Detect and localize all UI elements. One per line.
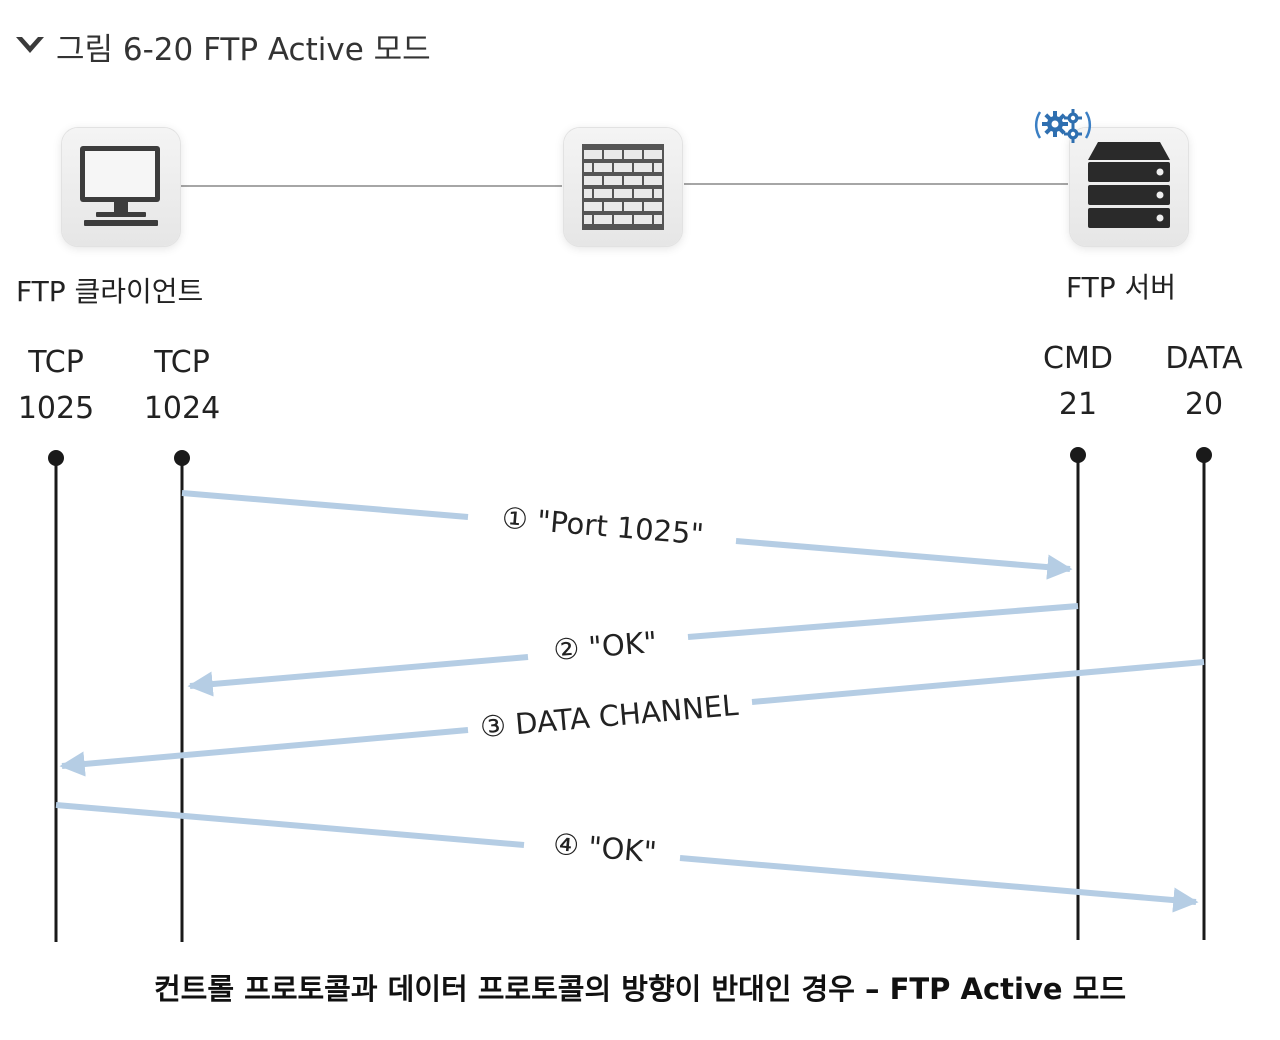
port-number: 1024 [143, 391, 221, 426]
message-1-label: ① "Port 1025" [501, 501, 706, 552]
port-header-server-data: DATA 20 [1144, 336, 1264, 428]
figure-title-text: 그림 6-20 FTP Active 모드 [56, 32, 431, 68]
lifeline-dot [48, 450, 64, 466]
message-3-arrow-tail [751, 659, 1205, 705]
lifeline-dot [174, 450, 190, 466]
firewall-node [564, 128, 682, 246]
message-2-arrow-tail [687, 603, 1079, 640]
message-4-arrow-tail [55, 802, 525, 848]
message-2-arrow [187, 654, 529, 697]
monitor-icon [80, 146, 160, 226]
figure-caption: 컨트롤 프로토콜과 데이터 프로토콜의 방향이 반대인 경우 – FTP Act… [154, 972, 1126, 1006]
client-label: FTP 클라이언트 [16, 275, 204, 308]
message-3-arrow [59, 727, 469, 777]
server-label: FTP 서버 [1066, 271, 1177, 304]
figure-title: 그림 6-20 FTP Active 모드 [14, 24, 431, 69]
gears-icon [1035, 109, 1091, 143]
port-proto: TCP [154, 345, 210, 380]
server-node [1070, 128, 1188, 246]
server-icon [1088, 142, 1170, 228]
port-number: 21 [1058, 387, 1098, 422]
port-proto: DATA [1165, 341, 1243, 376]
port-number: 1025 [17, 391, 95, 426]
port-header-server-cmd: CMD 21 [1018, 336, 1138, 428]
port-proto: CMD [1043, 341, 1113, 376]
chevron-down-icon [14, 29, 46, 65]
message-4-arrow [679, 855, 1199, 913]
lifeline-dot [1070, 447, 1086, 463]
message-1-arrow [735, 538, 1073, 580]
port-header-client-cmd: TCP 1024 [122, 340, 242, 432]
lifeline-dot [1196, 447, 1212, 463]
port-number: 20 [1184, 387, 1224, 422]
client-node [62, 128, 180, 246]
message-1-arrow-tail [181, 490, 469, 520]
port-proto: TCP [28, 345, 84, 380]
firewall-icon [582, 144, 664, 230]
port-header-client-data: TCP 1025 [0, 340, 116, 432]
message-2-label: ② "OK" [552, 625, 658, 667]
message-3-label: ③ DATA CHANNEL [479, 688, 740, 744]
message-4-label: ④ "OK" [552, 827, 658, 870]
